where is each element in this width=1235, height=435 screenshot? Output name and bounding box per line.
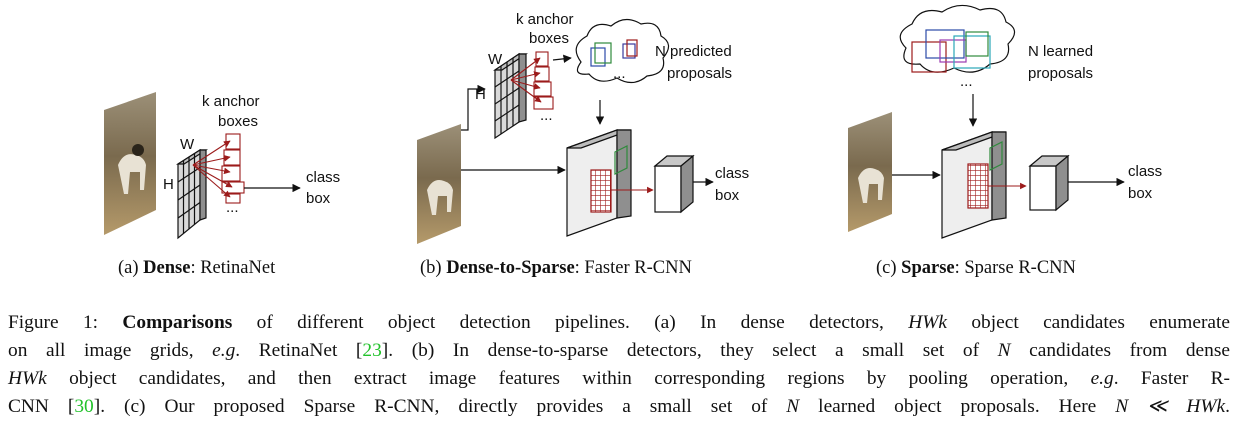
learned-proposal-boxes: [911, 29, 991, 73]
subcaption-name: Sparse: [901, 258, 955, 278]
input-image: [104, 92, 156, 235]
head-block: [1028, 154, 1070, 212]
predicted-proposals-cloud: [575, 18, 670, 84]
backbone-feature-map: [941, 131, 1007, 239]
box-label: box: [715, 187, 740, 204]
k-anchor-label: k anchor: [202, 93, 260, 110]
caption-line-1: Figure 1: Comparisons of different objec…: [8, 312, 1230, 333]
caption-line-4: CNN [30]. (c) Our proposed Sparse R-CNN,…: [8, 396, 1230, 417]
caption-line-3: HWk object candidates, and then extract …: [8, 368, 1230, 389]
anchor-dots: ...: [226, 199, 239, 216]
class-label: class: [1128, 163, 1162, 180]
grid-to-cloud-line: [552, 54, 572, 64]
subcaption-detail: RetinaNet: [200, 258, 276, 278]
proposal-dots: ...: [960, 73, 973, 90]
box-label: box: [1128, 185, 1153, 202]
subcaption-detail: Faster R-CNN: [584, 258, 692, 278]
boxes-label: boxes: [218, 113, 258, 130]
class-label: class: [715, 165, 749, 182]
anchor-dots: ...: [540, 107, 553, 124]
input-image: [417, 124, 461, 244]
caption-line-2: on all image grids, e.g. RetinaNet [23].…: [8, 340, 1231, 361]
proposals-label: proposals: [667, 65, 732, 82]
image-to-grid-line: [461, 84, 486, 131]
anchor-boxes: [192, 133, 245, 204]
head-block: [653, 154, 695, 214]
height-label: H: [163, 176, 174, 193]
width-label: W: [180, 136, 195, 153]
figure-caption: Figure 1: Comparisons of different objec…: [8, 309, 1230, 421]
panel-a-diagram: W H ... k anchor boxes class box: [104, 92, 340, 240]
subcaption-a: (a) Dense: RetinaNet: [118, 258, 276, 278]
k-anchor-label: k anchor: [516, 11, 574, 28]
proposal-dots: ...: [613, 65, 626, 82]
subcaption-letter: (c): [876, 258, 897, 278]
proposals-label: proposals: [1028, 65, 1093, 82]
input-image: [848, 112, 892, 232]
backbone-feature-map: [566, 129, 632, 237]
class-label: class: [306, 169, 340, 186]
panel-c-diagram: ... N learned proposals class box: [848, 4, 1162, 239]
height-label: H: [475, 86, 486, 103]
subcaption-letter: (b): [420, 258, 442, 278]
subcaption-c: (c) Sparse: Sparse R-CNN: [876, 258, 1076, 278]
anchor-boxes: [510, 51, 554, 110]
citation-23[interactable]: 23: [362, 340, 382, 361]
box-label: box: [306, 190, 331, 207]
boxes-label: boxes: [529, 30, 569, 47]
panel-b-diagram: W H k anchor boxes ... ... N predicted p…: [417, 11, 749, 244]
n-predicted-label: N predicted: [655, 43, 732, 60]
citation-30[interactable]: 30: [74, 396, 94, 417]
predicted-proposal-boxes: [590, 39, 638, 67]
feature-map-grid: [493, 52, 528, 140]
n-learned-label: N learned: [1028, 43, 1093, 60]
subcaption-detail: Sparse R-CNN: [964, 258, 1076, 278]
subcaption-name: Dense-to-Sparse: [446, 258, 575, 278]
subcaption-letter: (a): [118, 258, 139, 278]
width-label: W: [488, 51, 503, 68]
subcaption-b: (b) Dense-to-Sparse: Faster R-CNN: [420, 258, 692, 278]
subcaption-name: Dense: [143, 258, 191, 278]
